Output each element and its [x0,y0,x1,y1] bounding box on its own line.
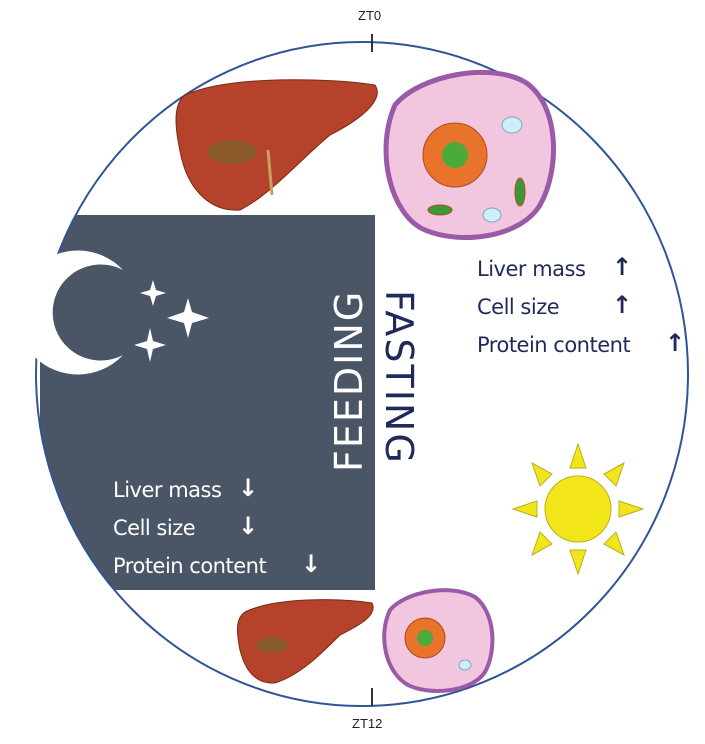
zt12-label: ZT12 [352,716,383,731]
night-effect-liver-mass: Liver mass ↓ [113,471,266,509]
night-effect-cell-size: Cell size ↓ [113,509,266,547]
liver-image-top [175,79,378,211]
day-effect-liver-mass: Liver mass ↑ [477,250,632,288]
effect-label: Liver mass [477,257,586,281]
night-panel [40,215,375,590]
cell-image-top [383,69,556,241]
effect-label: Cell size [477,295,560,319]
fasting-label: FASTING [377,290,421,465]
sun-icon [511,442,645,576]
effect-label: Cell size [113,516,196,540]
effect-label: Protein content [113,554,267,578]
day-effects-list: Liver mass ↑ Cell size ↑ Protein content ↑ [477,250,685,364]
effect-label: Liver mass [113,478,222,502]
liver-image-bottom [236,599,374,684]
day-effect-cell-size: Cell size ↑ [477,288,632,326]
cycle-circle [35,41,689,707]
moon-icon [15,250,123,375]
arrow-down-icon: ↓ [238,512,258,540]
effect-label: Protein content [477,333,631,357]
zt0-label: ZT0 [358,8,382,23]
feeding-label: FEEDING [327,289,371,472]
arrow-down-icon: ↓ [301,550,321,578]
stars-icon [134,280,209,362]
day-effect-protein-content: Protein content ↑ [477,326,685,364]
cell-image-bottom [382,588,495,693]
arrow-down-icon: ↓ [238,474,258,502]
arrow-up-icon: ↑ [612,253,632,281]
arrow-up-icon: ↑ [665,329,685,357]
night-effect-protein-content: Protein content ↓ [113,547,321,585]
night-effects-list: Liver mass ↓ Cell size ↓ Protein content ↓ [113,471,321,585]
arrow-up-icon: ↑ [612,291,632,319]
